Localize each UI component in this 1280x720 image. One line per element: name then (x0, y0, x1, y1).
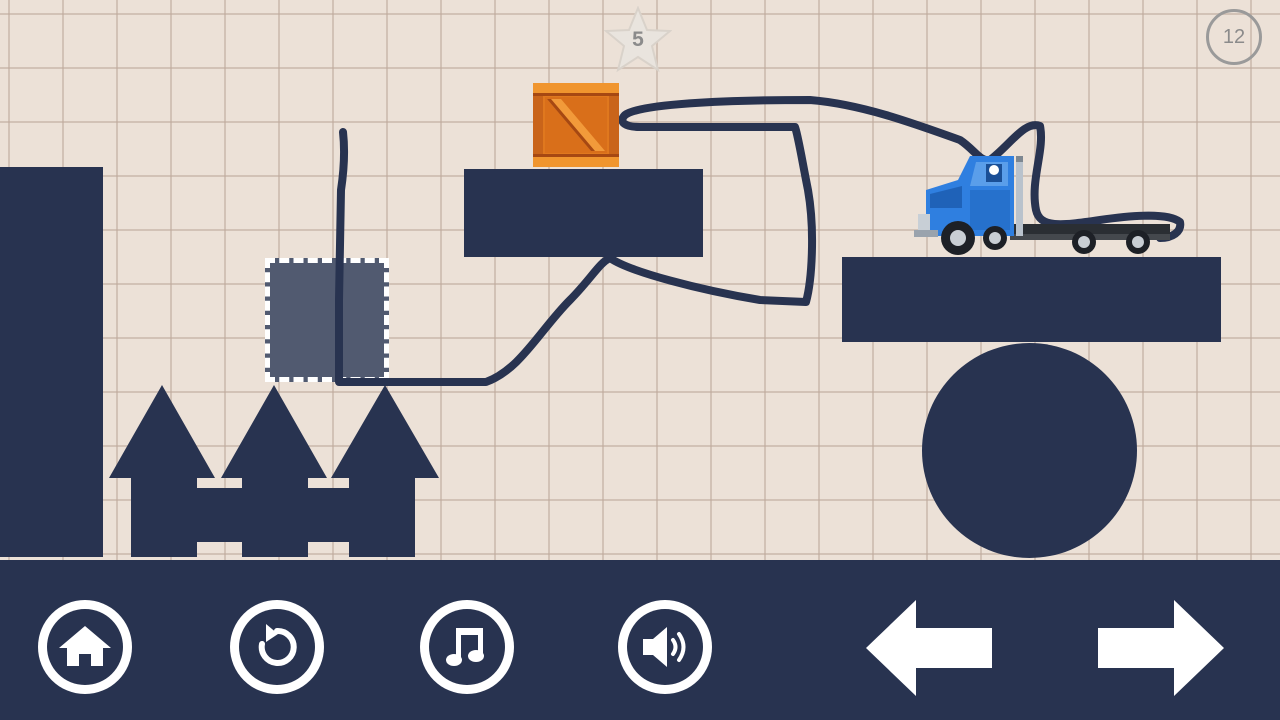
star-icon (604, 6, 672, 73)
drawn-line (335, 96, 1185, 386)
home-button[interactable] (38, 600, 132, 694)
spike-fence (109, 385, 439, 557)
game-scene[interactable]: 5 12 (0, 0, 1280, 560)
wooden-crate (533, 83, 619, 167)
middle-platform (464, 169, 703, 257)
sound-button[interactable] (618, 600, 712, 694)
previous-level-button[interactable] (866, 600, 994, 696)
target-zone (265, 258, 389, 382)
level-number-badge: 12 (1206, 9, 1262, 65)
star-count-label: 5 (632, 28, 644, 51)
bottom-toolbar (0, 560, 1280, 720)
right-platform (842, 257, 1221, 342)
speaker-icon (643, 627, 686, 667)
ball-obstacle (922, 343, 1137, 558)
restart-button[interactable] (230, 600, 324, 694)
music-note-icon (446, 628, 484, 666)
star-counter: 5 (604, 6, 672, 74)
blue-truck (914, 156, 1170, 255)
left-wall-block (0, 167, 103, 557)
home-icon (59, 626, 111, 666)
next-level-button[interactable] (1098, 600, 1226, 696)
music-button[interactable] (420, 600, 514, 694)
restart-icon (258, 624, 297, 666)
